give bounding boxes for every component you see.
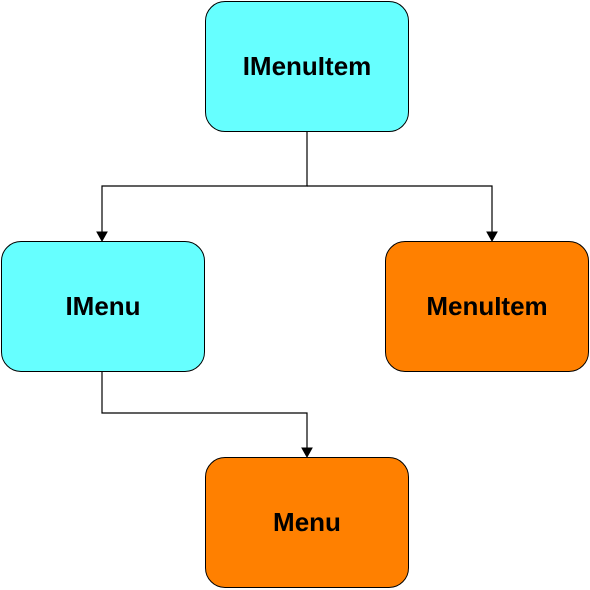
node-menuitem: MenuItem bbox=[385, 241, 589, 372]
node-label: IMenu bbox=[65, 291, 141, 321]
node-menu: Menu bbox=[205, 457, 409, 588]
arrowhead-menu bbox=[301, 447, 313, 459]
edge-imenu-to-menu bbox=[101, 372, 308, 449]
arrowhead-menuitem bbox=[486, 231, 498, 243]
node-imenuitem: IMenuItem bbox=[205, 1, 409, 132]
node-label: IMenuItem bbox=[242, 51, 372, 81]
node-imenu: IMenu bbox=[1, 241, 205, 372]
edge-imenuitem-to-menuitem bbox=[307, 185, 493, 233]
arrowhead-imenu bbox=[96, 231, 108, 243]
node-label: MenuItem bbox=[426, 291, 548, 321]
node-label: Menu bbox=[273, 507, 341, 537]
edge-imenuitem-to-imenu bbox=[101, 132, 308, 233]
